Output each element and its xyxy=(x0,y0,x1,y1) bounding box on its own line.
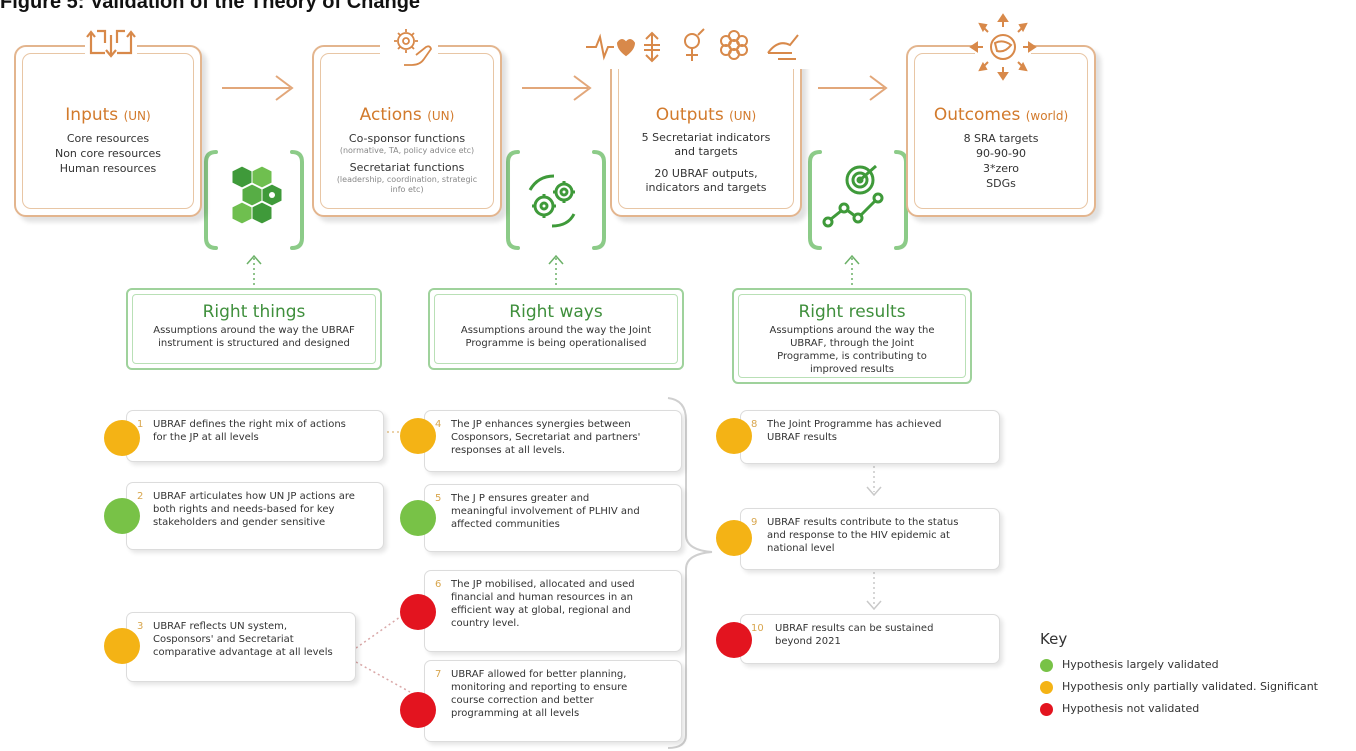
outcomes-line: 90-90-90 xyxy=(976,147,1026,160)
inputs-line: Human resources xyxy=(59,162,157,175)
outputs-line: and targets xyxy=(674,145,738,158)
actions-small-note: (leadership, coordination, strategic inf… xyxy=(336,175,478,194)
status-dot-1 xyxy=(104,420,140,456)
hypothesis-7: 7 UBRAF allowed for better planning, mon… xyxy=(424,660,682,742)
right-ways-desc: Assumptions around the way the Joint Pro… xyxy=(460,325,652,349)
legend-key: Key Hypothesis largely validated Hypothe… xyxy=(1040,630,1356,723)
status-dot-9 xyxy=(716,520,752,556)
status-dot-7 xyxy=(400,692,436,728)
arrow-outputs-outcomes xyxy=(818,75,888,101)
actions-small-note: (normative, TA, policy advice etc) xyxy=(339,146,475,155)
globe-arrows-icon xyxy=(969,13,1037,81)
bracket-right-ways xyxy=(592,150,606,250)
hypothesis-10: 10 UBRAF results can be sustained beyond… xyxy=(740,614,1000,664)
right-things-box: Right things Assumptions around the way … xyxy=(126,288,382,370)
actions-title: Actions xyxy=(359,105,422,125)
status-dot-10 xyxy=(716,622,752,658)
arrow-inputs-actions xyxy=(222,75,294,101)
outcomes-line: SDGs xyxy=(986,177,1016,190)
status-dot-6 xyxy=(400,594,436,630)
right-ways-title: Right ways xyxy=(509,302,603,322)
hypothesis-4: 4 The JP enhances synergies between Cosp… xyxy=(424,410,682,472)
outcomes-box: Outcomes (world) 8 SRA targets 90-90-90 … xyxy=(906,13,1096,217)
right-results-desc: Assumptions around the way the UBRAF, th… xyxy=(769,325,935,375)
right-things-title: Right things xyxy=(202,302,306,322)
inputs-line: Non core resources xyxy=(54,147,162,160)
bracket-left-ways xyxy=(506,150,520,250)
arrow-actions-outputs xyxy=(522,75,592,101)
target-chart-icon xyxy=(822,164,884,228)
outcomes-line: 3*zero xyxy=(982,162,1020,175)
hypothesis-9: 9 UBRAF results contribute to the status… xyxy=(740,508,1000,570)
hypothesis-3: 3 UBRAF reflects UN system, Cosponsors' … xyxy=(126,612,356,682)
right-results-title: Right results xyxy=(798,302,906,322)
right-results-box: Right results Assumptions around the way… xyxy=(732,288,972,384)
actions-box: Actions (UN) Co-sponsor functions (norma… xyxy=(312,25,502,217)
gear-hand-icon xyxy=(380,25,438,69)
bracket-left-things xyxy=(204,150,218,250)
outputs-box: Outputs (UN) 5 Secretariat indicators an… xyxy=(582,25,834,217)
actions-line: Secretariat functions xyxy=(349,161,465,174)
right-things-desc: Assumptions around the way the UBRAF ins… xyxy=(153,325,355,349)
inputs-box: Inputs (UN) Core resources Non core reso… xyxy=(14,27,202,217)
key-item: Hypothesis not validated xyxy=(1040,701,1356,723)
curly-brace xyxy=(667,397,713,749)
status-dot-4 xyxy=(400,418,436,454)
bracket-right-things xyxy=(290,150,304,250)
hypothesis-6: 6 The JP mobilised, allocated and used f… xyxy=(424,570,682,652)
status-dot-2 xyxy=(104,498,140,534)
gears-cycle-icon xyxy=(528,174,576,228)
status-dot-5 xyxy=(400,500,436,536)
hypothesis-5: 5 The J P ensures greater and meaningful… xyxy=(424,484,682,552)
outputs-line: 20 UBRAF outputs, xyxy=(654,167,758,180)
inputs-arrows-icon xyxy=(85,27,137,67)
outputs-symbols-icon xyxy=(582,25,834,69)
bracket-left-results xyxy=(808,150,822,250)
outputs-title: Outputs xyxy=(655,105,724,125)
outputs-line: 5 Secretariat indicators xyxy=(641,131,771,144)
actions-line: Co-sponsor functions xyxy=(348,132,466,145)
bracket-right-results xyxy=(894,150,908,250)
figure-title: Figure 5: Validation of the Theory of Ch… xyxy=(0,0,421,13)
outcomes-title: Outcomes xyxy=(933,105,1021,125)
hypothesis-1: 1 UBRAF defines the right mix of actions… xyxy=(126,410,384,462)
status-dot-3 xyxy=(104,628,140,664)
outputs-line: indicators and targets xyxy=(645,181,767,194)
hypothesis-8: 8 The Joint Programme has achieved UBRAF… xyxy=(740,410,1000,464)
key-item: Hypothesis largely validated xyxy=(1040,657,1356,679)
outcomes-line: 8 SRA targets xyxy=(963,132,1039,145)
key-title: Key xyxy=(1040,630,1068,648)
key-item: Hypothesis only partially validated. Sig… xyxy=(1040,679,1356,701)
hexagon-cluster-icon xyxy=(231,165,283,225)
hypothesis-2: 2 UBRAF articulates how UN JP actions ar… xyxy=(126,482,384,550)
inputs-line: Core resources xyxy=(66,132,150,145)
inputs-title: Inputs xyxy=(65,105,119,125)
status-dot-8 xyxy=(716,418,752,454)
right-ways-box: Right ways Assumptions around the way th… xyxy=(428,288,684,370)
